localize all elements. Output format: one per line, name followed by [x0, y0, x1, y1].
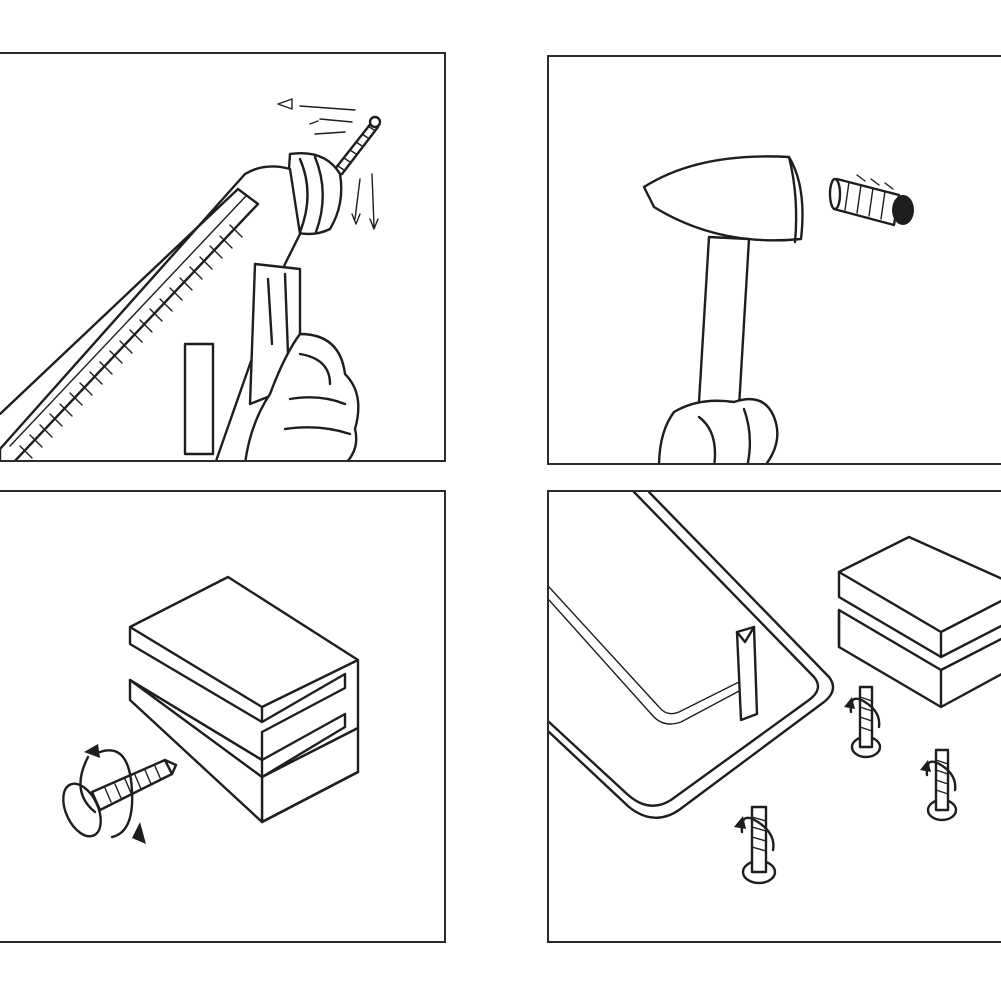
step-2-hammer-panel [547, 55, 1001, 465]
wall-anchor-icon [828, 174, 914, 227]
step-1-drill-panel [0, 52, 446, 462]
step-3-clamp-panel [0, 490, 446, 943]
screw-icon [920, 748, 958, 822]
hammer-icon [642, 155, 914, 463]
clamp-screw-icon [62, 575, 360, 844]
step-4-shelf-mount-panel [547, 490, 1001, 943]
screw-icon [62, 744, 178, 844]
screw-icon [734, 805, 777, 885]
vent-slots [19, 224, 243, 459]
screw-icon [844, 685, 882, 759]
shelf-mount-icon [549, 492, 1001, 885]
drill-icon [0, 98, 382, 460]
